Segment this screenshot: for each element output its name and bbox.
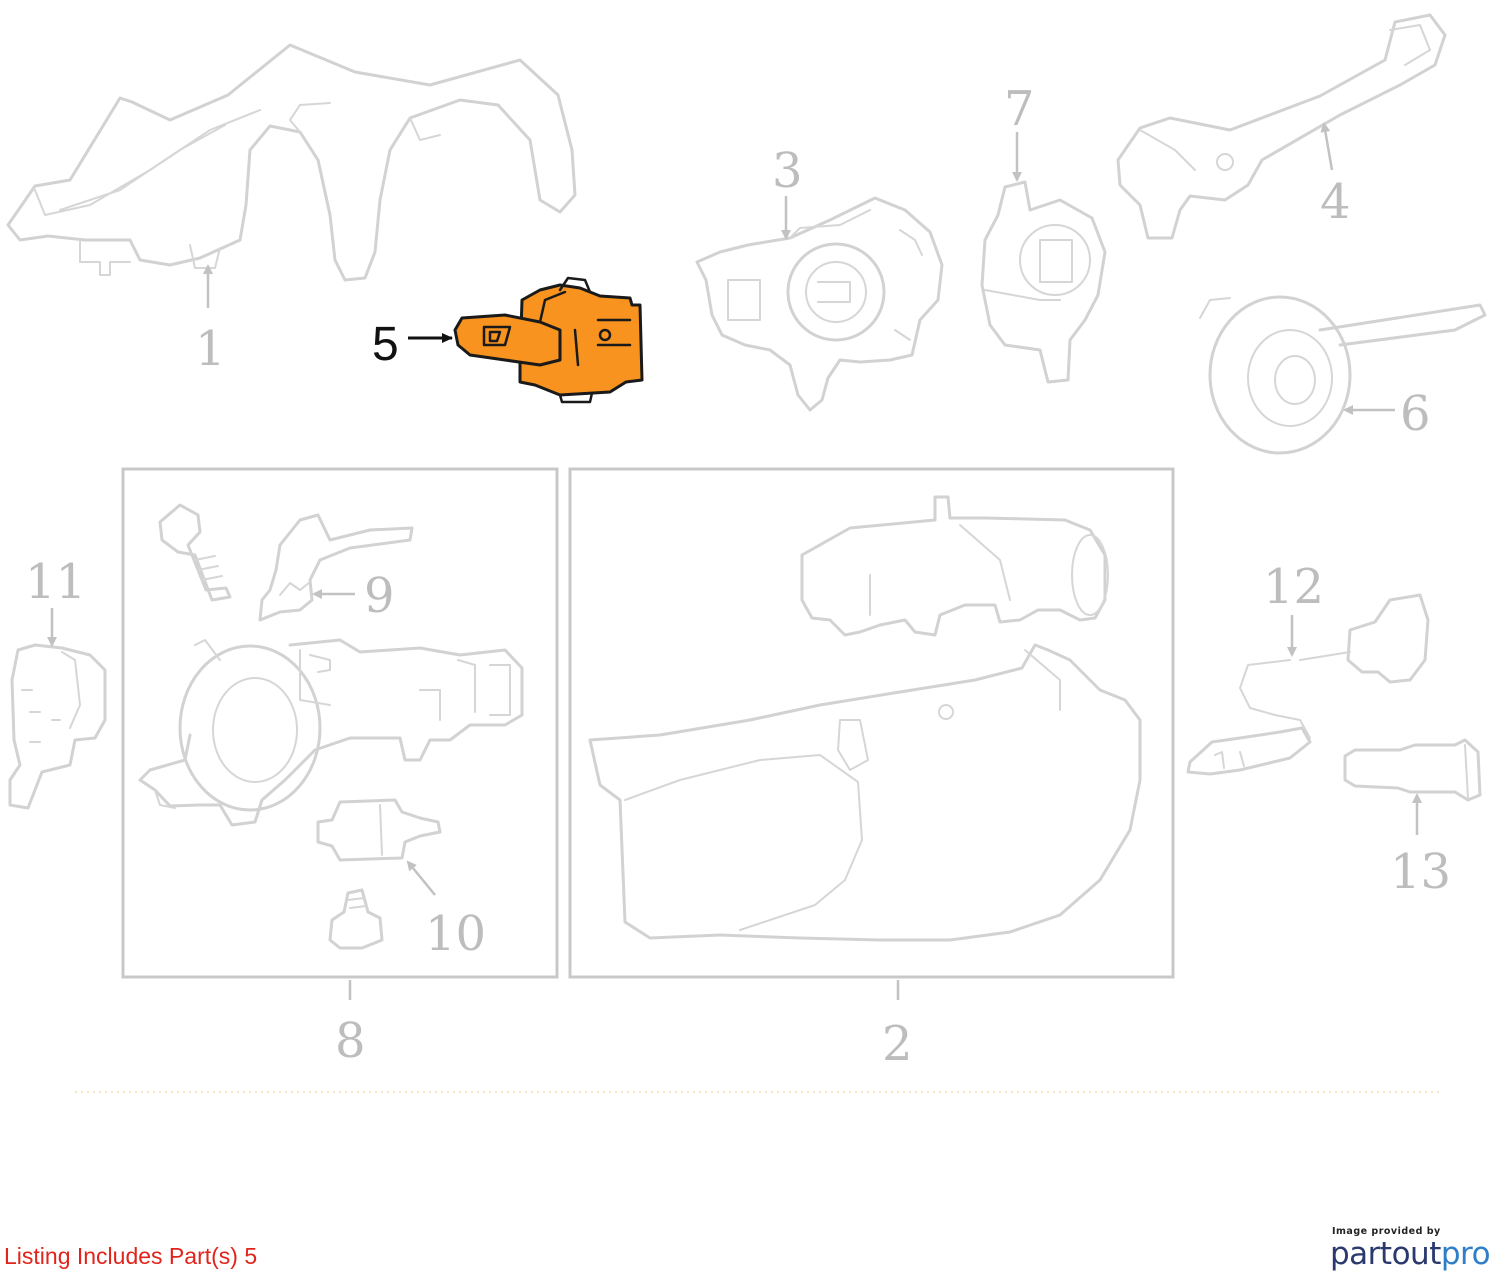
part-3-switch-housing[interactable]: [695, 196, 944, 412]
logo-part-1: partout: [1330, 1236, 1441, 1272]
part-6-clock-spring-large[interactable]: [1199, 295, 1487, 455]
part-1-upper-shroud[interactable]: [6, 43, 577, 282]
listing-note: Listing Includes Part(s) 5: [4, 1243, 258, 1269]
part-4-stalk[interactable]: [1116, 13, 1447, 240]
part-8-bolt[interactable]: [158, 503, 232, 602]
callout-6: 6: [1400, 386, 1431, 442]
part-10-small-switch[interactable]: [316, 798, 442, 862]
part-7-clock-spring[interactable]: [980, 180, 1107, 384]
callout-1: 1: [195, 321, 226, 377]
logo-part-2: pro: [1440, 1236, 1491, 1272]
callout-13: 13: [1390, 844, 1451, 900]
callout-3: 3: [772, 143, 803, 199]
part-13-connector[interactable]: [1343, 738, 1482, 802]
partoutpro-logo: partoutpro: [1330, 1236, 1491, 1272]
callout-5: 5: [372, 318, 399, 371]
part-5-multifunction-switch[interactable]: [453, 276, 644, 404]
branding: Image provided by partoutpro: [1330, 1226, 1491, 1272]
group-box-8: [121, 467, 559, 979]
part-8-screw[interactable]: [328, 888, 384, 950]
callout-4: 4: [1320, 174, 1351, 230]
part-11-switch-module[interactable]: [8, 643, 107, 810]
callout-9: 9: [364, 568, 395, 624]
callout-11: 11: [25, 554, 86, 610]
group-box-2: [568, 467, 1175, 979]
leader-lines: [47, 122, 1422, 1000]
callout-8: 8: [335, 1013, 366, 1069]
part-8-lock-housing[interactable]: [138, 638, 524, 827]
callout-2: 2: [882, 1016, 913, 1072]
callout-7: 7: [1004, 81, 1035, 137]
callout-12: 12: [1263, 559, 1324, 615]
part-12-cable-harness[interactable]: [1186, 593, 1430, 776]
callout-labels: 1 2 3 4 5 6 7 8 9 10 11 12 13: [25, 81, 1451, 1072]
part-9-bracket[interactable]: [258, 513, 414, 622]
callout-10: 10: [425, 906, 486, 962]
part-2-lower-shroud[interactable]: [588, 495, 1142, 942]
brand-caption: Image provided by: [1332, 1226, 1441, 1237]
